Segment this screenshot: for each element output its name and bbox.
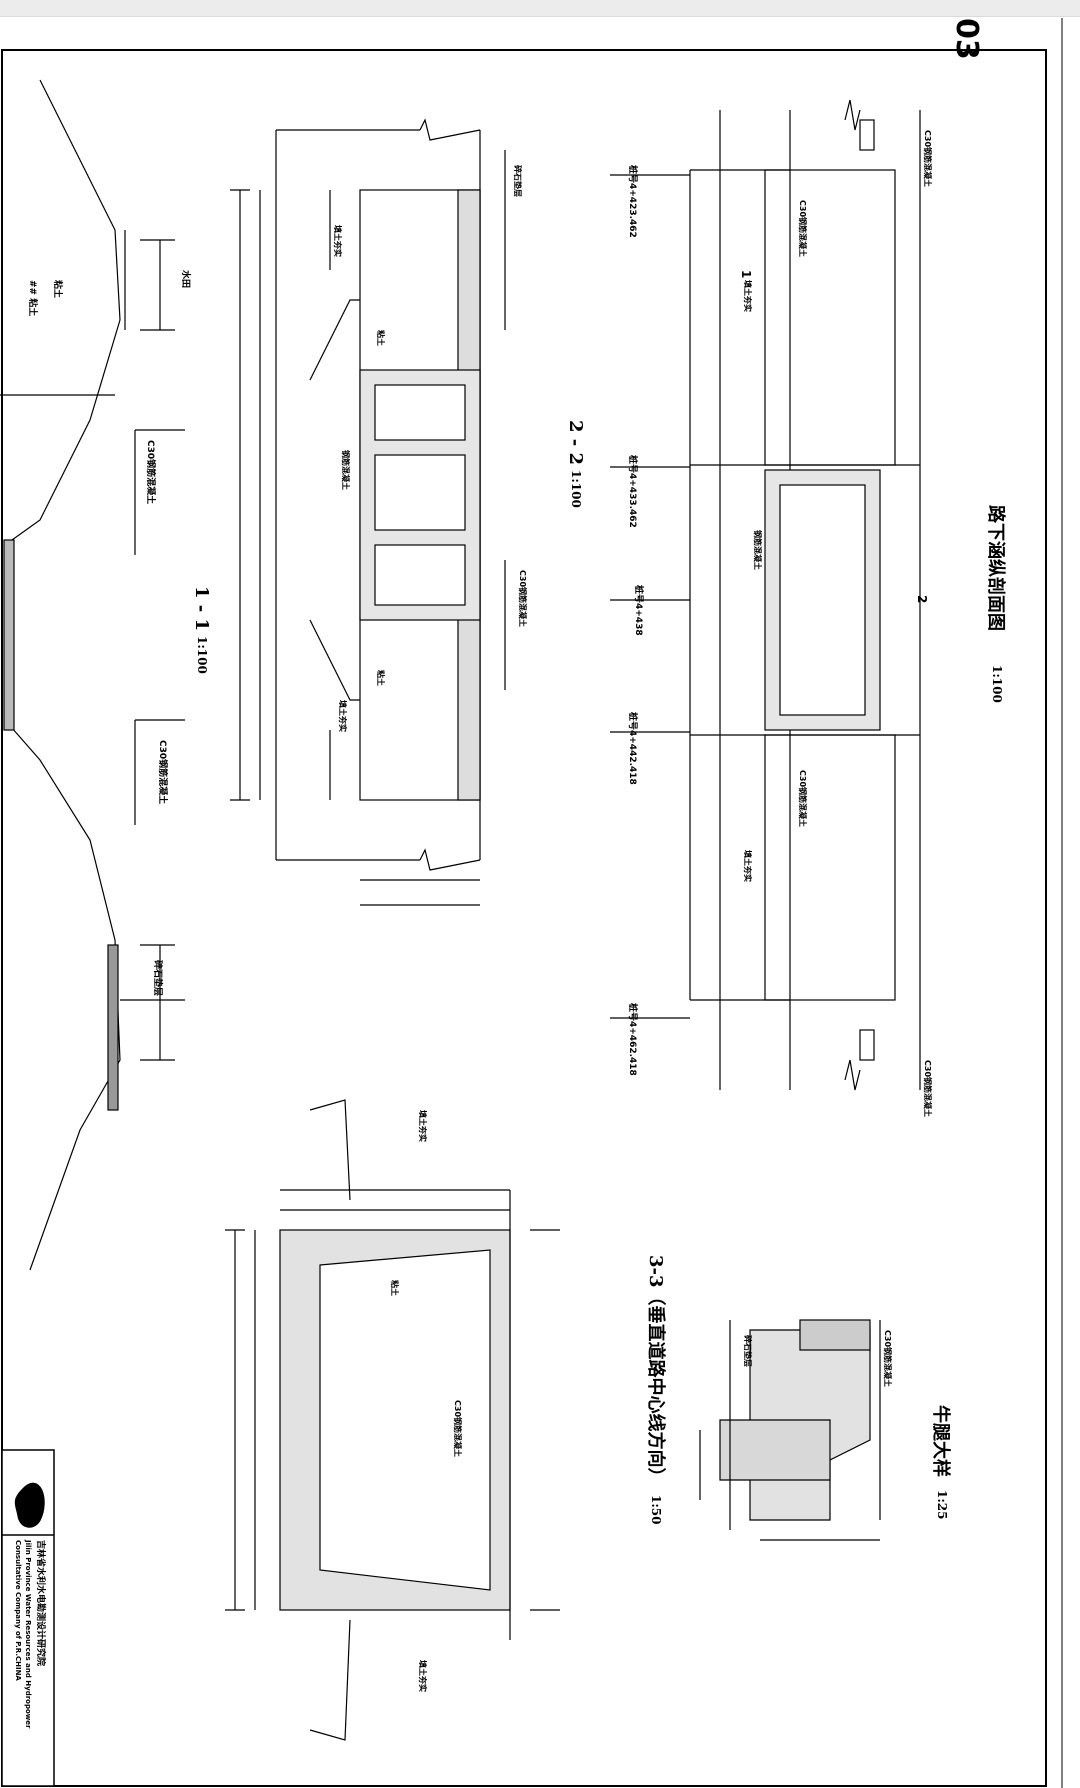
svg-text:C30钢筋混凝土: C30钢筋混凝土	[157, 740, 169, 804]
company-en-2: Consultative Company of P.R.CHINA	[14, 1540, 22, 1681]
svg-text:C30钢筋混凝土: C30钢筋混凝土	[453, 1400, 463, 1457]
top-toolbar	[0, 0, 1080, 17]
corbel-scale: 1:25	[935, 1490, 949, 1519]
company-name: 吉林省水利水电勘测设计研究院 Jilin Province Water Reso…	[14, 1539, 47, 1729]
station-5: 桩号4+462.418	[627, 1003, 639, 1076]
section-3-3-title: 3-3（垂直道路中心线方向）	[645, 1255, 667, 1486]
corbel-detail	[699, 1319, 881, 1541]
section-1-1-labels: 粘土 ## 粘土 水田 C30钢筋混凝土 C30钢筋混凝土 碎石垫层	[27, 270, 192, 996]
station-3: 桩号4+438	[633, 585, 645, 636]
svg-text:填土夯实: 填土夯实	[743, 850, 753, 882]
section-1-1-title: 1 - 1	[191, 586, 212, 631]
company-cn: 吉林省水利水电勘测设计研究院	[35, 1540, 47, 1666]
station-4: 桩号4+442.418	[627, 712, 639, 785]
svg-text:碎石垫层: 碎石垫层	[743, 1335, 753, 1367]
svg-text:填土夯实: 填土夯实	[333, 225, 343, 257]
svg-text:C30钢筋混凝土: C30钢筋混凝土	[145, 440, 157, 504]
longitudinal-labels: C30钢筋混凝土 C30钢筋混凝土 填土夯实 填土夯实 钢筋混凝土 C30钢筋混…	[743, 130, 933, 1117]
station-2: 桩号4+433.462	[627, 455, 639, 528]
section-2-2-scale: 1:100	[569, 470, 583, 508]
svg-text:填土夯实: 填土夯实	[418, 1110, 428, 1142]
svg-text:C30钢筋混凝土: C30钢筋混凝土	[798, 770, 808, 827]
svg-text:碎石垫层: 碎石垫层	[513, 165, 523, 197]
svg-text:填土夯实: 填土夯实	[743, 280, 753, 312]
svg-text:C30钢筋混凝土: C30钢筋混凝土	[923, 130, 933, 187]
section-3-3-scale: 1:50	[649, 1495, 663, 1524]
company-en-1: Jilin Province Water Resources and Hydro…	[24, 1539, 32, 1729]
longitudinal-scale: 1:100	[990, 665, 1004, 703]
section-2-2-labels: 填土夯实 填土夯实 粘土 粘土 碎石垫层 C30钢筋混凝土 钢筋混凝土	[333, 165, 528, 732]
section-3-3	[225, 1099, 560, 1741]
svg-text:C30钢筋混凝土: C30钢筋混凝土	[923, 1060, 933, 1117]
section-2-2-title: 2 - 2	[565, 420, 586, 465]
svg-text:粘土: 粘土	[376, 669, 386, 686]
drawing-border	[1, 49, 1047, 1787]
corbel-labels: C30钢筋混凝土 碎石垫层	[743, 1330, 893, 1387]
svg-text:C30钢筋混凝土: C30钢筋混凝土	[883, 1330, 893, 1387]
svg-text:粘土: 粘土	[376, 329, 386, 346]
svg-text:碎石垫层: 碎石垫层	[152, 960, 164, 996]
station-1: 桩号4+423.462	[627, 165, 639, 238]
section-1-1-scale: 1:100	[195, 636, 209, 674]
svg-text:填土夯实: 填土夯实	[418, 1660, 428, 1692]
section-mark-1: 1	[739, 270, 753, 278]
svg-text:水田: 水田	[180, 270, 192, 288]
svg-text:粘土: 粘土	[390, 1279, 400, 1296]
company-logo-icon	[14, 1482, 45, 1528]
svg-text:钢筋混凝土: 钢筋混凝土	[341, 450, 351, 490]
longitudinal-title: 路下涵纵剖面图	[985, 505, 1007, 631]
svg-text:C30钢筋混凝土: C30钢筋混凝土	[518, 570, 528, 627]
svg-text:钢筋混凝土: 钢筋混凝土	[753, 530, 763, 570]
svg-text:## 粘土: ## 粘土	[27, 280, 39, 316]
section-3-3-labels: 粘土 C30钢筋混凝土 填土夯实 填土夯实	[390, 1110, 463, 1692]
svg-text:粘土: 粘土	[52, 279, 64, 298]
svg-text:C30钢筋混凝土: C30钢筋混凝土	[798, 200, 808, 257]
title-block	[1, 1449, 55, 1787]
svg-text:填土夯实: 填土夯实	[338, 700, 348, 732]
station-labels: 桩号4+423.462 桩号4+433.462 桩号4+438 桩号4+442.…	[627, 165, 929, 1076]
corbel-title: 牛腿大样	[930, 1405, 952, 1477]
section-1-1	[0, 79, 185, 1271]
longitudinal-profile	[610, 99, 921, 1091]
section-2-2	[230, 118, 506, 906]
section-mark-2: 2	[915, 595, 929, 603]
